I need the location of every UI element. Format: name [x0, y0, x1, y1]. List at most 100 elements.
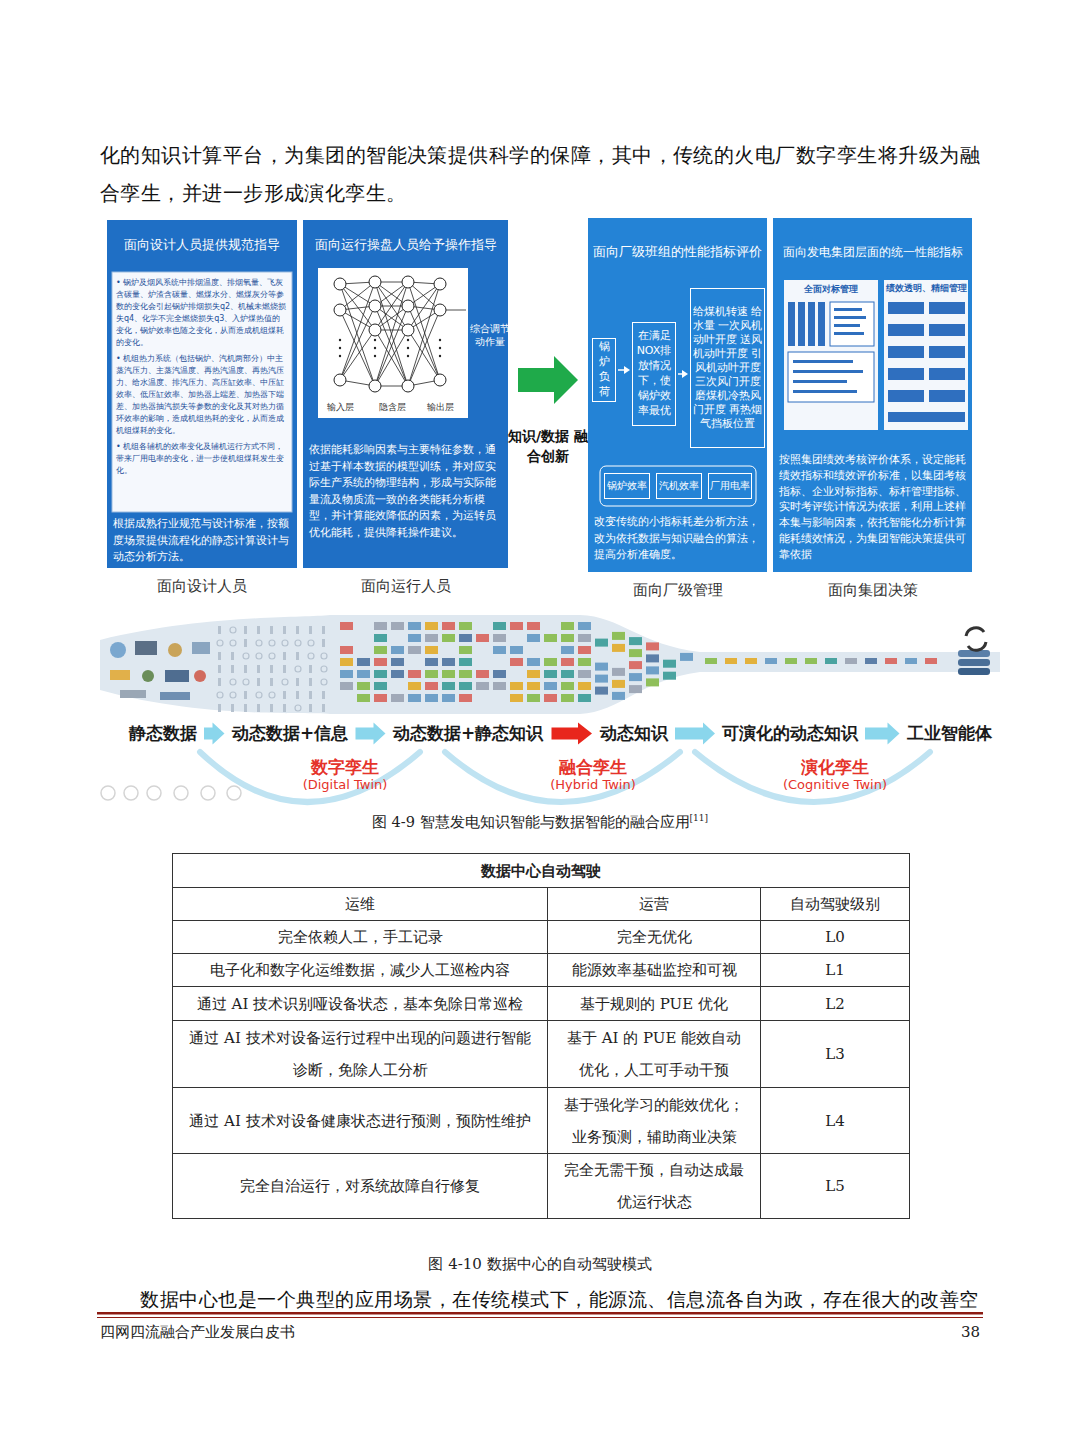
binary-mark [230, 627, 236, 633]
binary-mark [283, 704, 286, 712]
twin-swooshes [200, 752, 930, 802]
data-block [612, 692, 625, 700]
data-block [578, 634, 591, 642]
data-block [493, 646, 506, 654]
data-block [391, 622, 404, 630]
data-block [459, 646, 472, 654]
data-block [561, 658, 574, 666]
nn-dot [339, 347, 341, 349]
nn-link [408, 310, 440, 386]
stage-text: 动态数据+信息 [232, 722, 348, 745]
data-block [527, 622, 540, 630]
nn-link [340, 306, 375, 380]
data-block [663, 660, 676, 668]
data-block [595, 675, 608, 683]
data-block [544, 658, 557, 666]
nn-link [340, 310, 375, 386]
data-block [476, 634, 489, 642]
data-block [680, 653, 693, 661]
data-block [561, 694, 574, 702]
flow-arrow [865, 723, 900, 745]
binary-mark [309, 665, 312, 673]
data-block [374, 658, 387, 666]
illustration-part [110, 670, 130, 680]
box-text: 锅炉效率 [607, 479, 647, 493]
data-block [595, 663, 608, 671]
data-block [408, 622, 421, 630]
illustration-part [135, 641, 157, 655]
flow-arrow [618, 366, 630, 374]
table-cell: 运维 [173, 888, 548, 921]
illustration-part [888, 324, 924, 336]
data-block [629, 637, 642, 645]
data-block [459, 670, 472, 678]
panel-caption: 面向集团决策 [773, 581, 972, 600]
body-paragraph: 化的知识计算平台，为集团的智能决策提供科学的保障，其中，传统的火电厂数字孪生将升… [100, 136, 980, 212]
bullet-text: • 锅炉及烟风系统中排烟温度、排烟氧量、飞灰含碳量、炉渣含碳量、燃煤水分、燃煤灰… [116, 277, 288, 349]
binary-mark [231, 665, 234, 673]
data-block [459, 658, 472, 666]
index-box: 锅炉效率 [604, 473, 650, 499]
data-block [476, 682, 489, 690]
data-block [357, 670, 370, 678]
binary-mark [243, 653, 249, 659]
sub-panel: 绩效透明、精细管理 [884, 280, 968, 430]
illustration-part [695, 752, 930, 802]
data-block [408, 670, 421, 678]
sub-panel-fill [784, 280, 878, 430]
data-dash [865, 658, 877, 664]
sub-panel-fill [884, 280, 968, 430]
data-block [527, 634, 540, 642]
data-block [646, 642, 659, 650]
flow-stage: 动态知识 [597, 720, 671, 747]
nn-dot [439, 347, 441, 349]
panel: 面向厂级班组的性能指标评价改变传统的小指标耗差分析方法，改为依托数据与知识融合的… [588, 218, 767, 572]
binary-mark [257, 626, 260, 634]
table-cell: 运营 [548, 888, 761, 921]
table-cell: L3 [761, 1021, 910, 1088]
binary-mark [322, 626, 325, 634]
data-dash [905, 658, 917, 664]
data-dash [745, 658, 757, 664]
data-dash [705, 658, 717, 664]
illustration-part [793, 360, 853, 363]
binary-mark [269, 640, 275, 646]
panel-fill [588, 218, 767, 572]
data-block [646, 678, 659, 686]
binary-mark [256, 653, 262, 659]
binary-mark [244, 704, 247, 712]
binary-mark [256, 640, 262, 646]
panel-body: 按照集团绩效考核评价体系，设定能耗绩效指标和绩效评价标准，以集团考核指标、企业对… [779, 452, 966, 562]
panel: 面向设计人员提供规范指导• 锅炉及烟风系统中排烟温度、排烟氧量、飞灰含碳量、炉渣… [107, 220, 297, 568]
illustration-part [830, 302, 874, 346]
binary-mark [283, 626, 286, 634]
binary-mark [244, 639, 247, 647]
box-text: 在满足NOX排放情况下，使锅炉效率最优 [634, 329, 674, 418]
param-box: 锅炉负荷 [592, 338, 616, 402]
illustration-part [174, 786, 188, 800]
text-group: 面向集团决策 [773, 581, 972, 600]
illustration-part [834, 332, 864, 335]
illustration-part [124, 786, 138, 800]
data-block [374, 622, 387, 630]
flow-arrow [518, 356, 578, 404]
data-block [544, 694, 557, 702]
binary-mark [231, 652, 234, 660]
nn-neuron [402, 300, 414, 312]
box-text: 厂用电率 [710, 479, 750, 493]
illustration-part [929, 302, 965, 314]
nn-neuron [334, 304, 346, 316]
binary-mark [296, 691, 299, 699]
data-block [425, 670, 438, 678]
table-cell: 通过 AI 技术对设备健康状态进行预测，预防性维护 [173, 1088, 548, 1154]
data-block [340, 658, 353, 666]
illustration-part [968, 642, 986, 650]
panel-fill [303, 220, 508, 568]
nn-neuron [334, 374, 346, 386]
flow-stage: 工业智能体 [904, 720, 995, 747]
binary-mark [322, 691, 325, 699]
text-group: 按照集团绩效考核评价体系，设定能耗绩效指标和绩效评价标准，以集团考核指标、企业对… [779, 452, 966, 562]
data-block [340, 622, 353, 630]
data-block [476, 670, 489, 678]
table-row: 通过 AI 技术识别哑设备状态，基本免除日常巡检基于规则的 PUE 优化L2 [173, 987, 910, 1021]
